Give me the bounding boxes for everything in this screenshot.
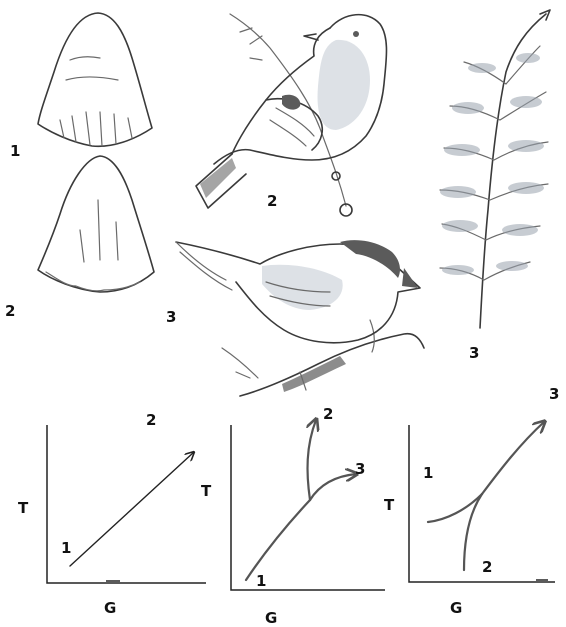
graph-2-path-branch-3 <box>310 474 356 500</box>
graph-3-path-3 <box>482 422 544 494</box>
graph-1-label-1: 1 <box>61 539 71 557</box>
graph-1-x-label: G <box>104 599 116 617</box>
upper-bird-label: 2 <box>267 192 277 210</box>
graph-1 <box>47 425 206 584</box>
graph-3-y-label: T <box>384 496 395 514</box>
graph-2-path-branch-2 <box>308 420 316 500</box>
graph-2-path-main <box>246 500 310 580</box>
lower-bird <box>176 240 424 396</box>
graph-3-label-3: 3 <box>549 385 559 403</box>
plant-sprig <box>440 10 550 328</box>
lower-bird-label: 3 <box>166 308 176 326</box>
graph-1-axes <box>47 425 206 583</box>
graph-3-x-label: G <box>450 599 462 617</box>
upper-bird <box>196 14 387 216</box>
graph-1-label-2: 2 <box>146 411 156 429</box>
graph-2-label-3: 3 <box>355 460 365 478</box>
graph-2 <box>231 420 385 590</box>
graph-2-y-label: T <box>201 482 212 500</box>
shell-2 <box>38 156 154 292</box>
graph-3-label-2: 2 <box>482 558 492 576</box>
graph-2-label-2: 2 <box>323 405 333 423</box>
shell-1-label: 1 <box>10 142 20 160</box>
graph-3-label-1: 1 <box>423 464 433 482</box>
graph-2-label-1: 1 <box>256 572 266 590</box>
plant-label: 3 <box>469 344 479 362</box>
graph-1-y-label: T <box>18 499 29 517</box>
graph-2-x-label: G <box>265 609 277 627</box>
shell-1 <box>38 13 152 146</box>
shell-2-label: 2 <box>5 302 15 320</box>
graph-1-arrow <box>70 452 194 566</box>
